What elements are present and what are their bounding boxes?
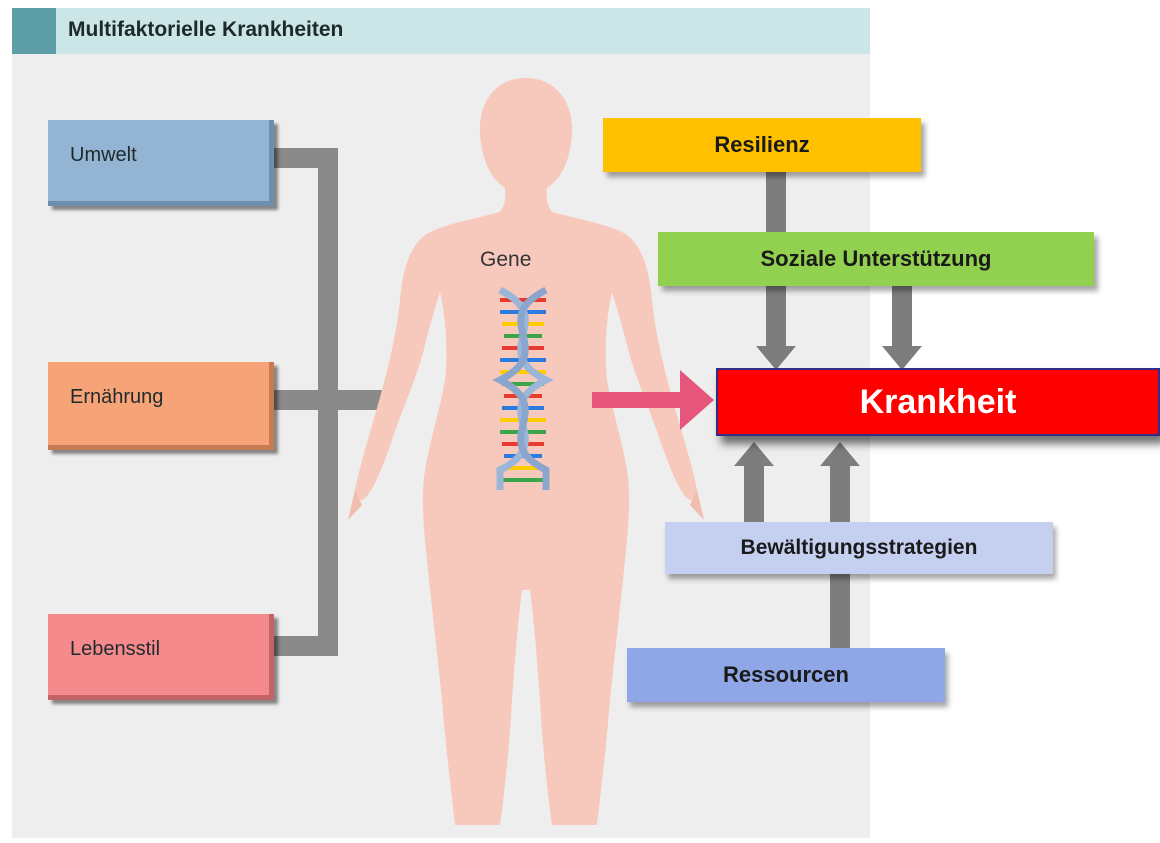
arrow-shaft-4 — [830, 464, 850, 522]
resilienz-connector — [766, 172, 786, 232]
ressourcen-label: Ressourcen — [723, 662, 849, 688]
arrow-shaft-2 — [892, 286, 912, 348]
arrow-shaft-1 — [766, 286, 786, 348]
factor-umwelt: Umwelt — [48, 120, 274, 206]
arrow-head-up-2 — [820, 442, 860, 466]
arrow-head-down-1 — [756, 346, 796, 370]
factor-ernaehrung-label: Ernährung — [70, 386, 163, 408]
factor-lebensstil: Lebensstil — [48, 614, 274, 700]
resilienz-box: Resilienz — [603, 118, 921, 172]
krankheit-box: Krankheit — [716, 368, 1160, 436]
arrow-head-down-2 — [882, 346, 922, 370]
ressourcen-connector — [830, 574, 850, 648]
factor-lebensstil-label: Lebensstil — [70, 638, 160, 660]
gene-label: Gene — [480, 248, 531, 272]
bewaeltigungsstrategien-label: Bewältigungsstrategien — [741, 536, 978, 560]
soziale-unterstuetzung-box: Soziale Unterstützung — [658, 232, 1094, 286]
factor-ernaehrung: Ernährung — [48, 362, 274, 450]
resilienz-label: Resilienz — [714, 132, 809, 158]
factor-umwelt-label: Umwelt — [70, 144, 137, 166]
soziale-unterstuetzung-label: Soziale Unterstützung — [760, 246, 991, 272]
arrow-shaft-3 — [744, 464, 764, 522]
ressourcen-box: Ressourcen — [627, 648, 945, 702]
bewaeltigungsstrategien-box: Bewältigungsstrategien — [665, 522, 1053, 574]
arrow-head-up-1 — [734, 442, 774, 466]
krankheit-label: Krankheit — [860, 383, 1017, 422]
